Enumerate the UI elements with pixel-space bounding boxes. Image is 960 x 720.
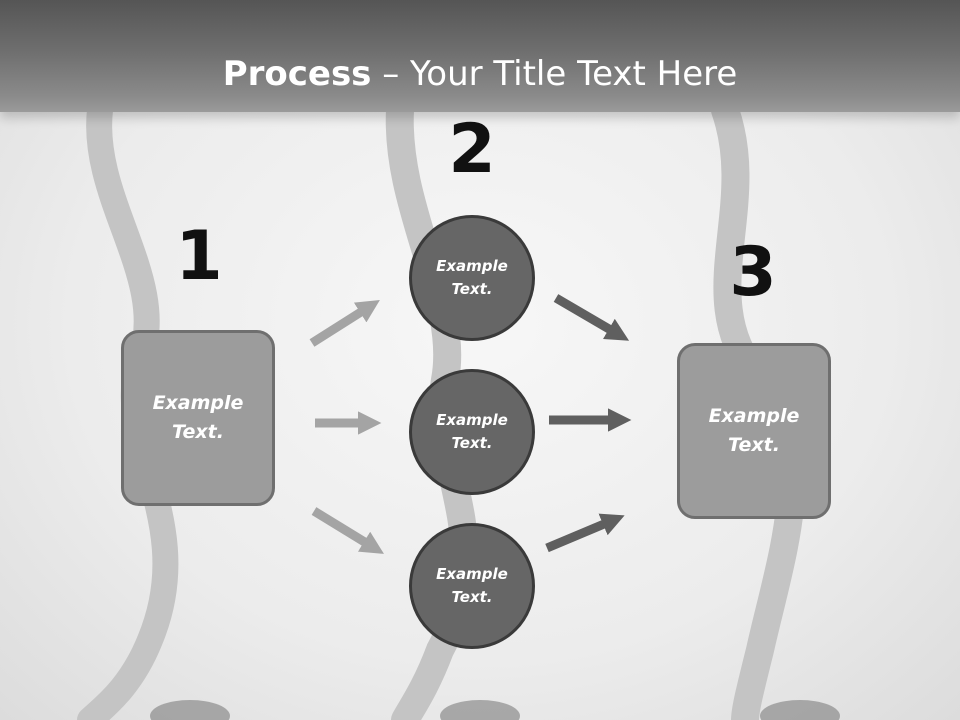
arrow-left-to-bottom: [311, 507, 384, 554]
step-number-2: 2: [448, 110, 496, 189]
bg-wheel-left: [150, 700, 230, 720]
arrow-left-to-top: [309, 299, 380, 347]
step-number-1: 1: [175, 217, 223, 296]
arrow-bottom-to-right: [545, 513, 625, 553]
circle-middle-text: Example Text.: [436, 411, 508, 452]
arrow-top-to-right: [553, 294, 630, 341]
circle-bottom[interactable]: Example Text.: [409, 523, 535, 649]
title-bold-part: Process: [222, 54, 372, 94]
circle-top-text: Example Text.: [436, 257, 508, 298]
circle-top[interactable]: Example Text.: [409, 215, 535, 341]
circle-bottom-text: Example Text.: [436, 565, 508, 606]
title-regular-part: – Your Title Text Here: [371, 54, 738, 94]
title-bar: Process – Your Title Text Here: [0, 0, 960, 112]
left-box-text: Example Text.: [152, 392, 244, 443]
right-box-text: Example Text.: [708, 405, 800, 456]
circle-middle[interactable]: Example Text.: [409, 369, 535, 495]
bg-wheel-right: [760, 700, 840, 720]
bg-wheel-middle: [440, 700, 520, 720]
step-number-3: 3: [729, 233, 777, 312]
slide-title[interactable]: Process – Your Title Text Here: [0, 52, 960, 96]
left-process-box[interactable]: Example Text.: [121, 330, 275, 506]
right-process-box[interactable]: Example Text.: [677, 343, 831, 519]
